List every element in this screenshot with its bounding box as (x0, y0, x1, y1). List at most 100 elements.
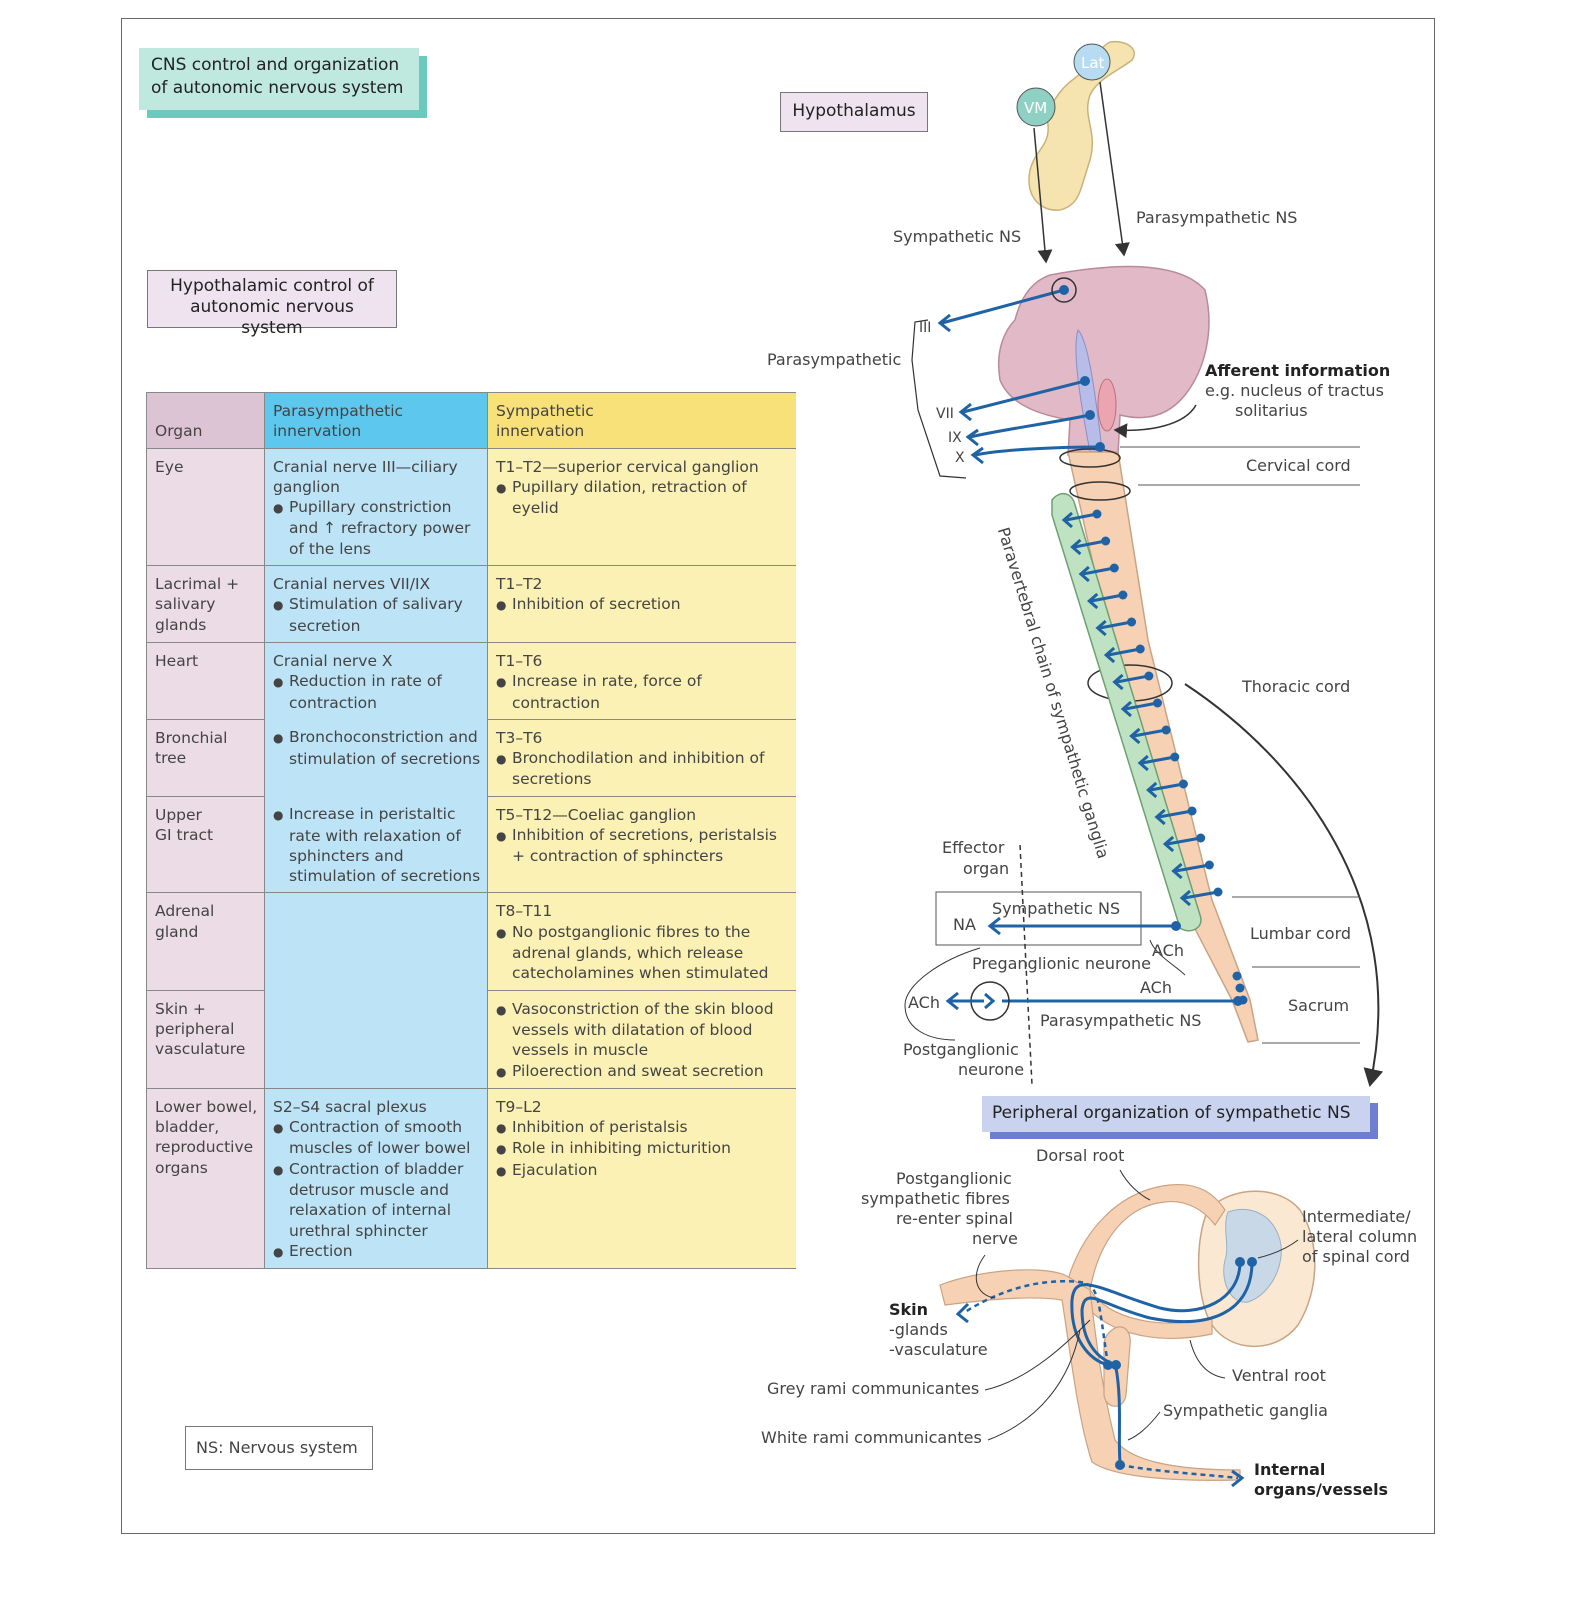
lat-label: Lat (1081, 54, 1105, 72)
sacrum-label: Sacrum (1288, 996, 1350, 1015)
chain-fiber (1133, 728, 1167, 738)
preganglionic-fiber-2 (1080, 1261, 1254, 1367)
parasympathetic-cell-line: Increase in peristaltic rate with relaxa… (273, 804, 481, 886)
organ-cell-line: Adrenal (155, 902, 215, 921)
organ-cell-line: Heart (155, 651, 199, 670)
table-row: BronchialtreeBronchoconstriction and sti… (146, 718, 796, 797)
effector-label-2: organ (963, 859, 1010, 878)
internal-label-2: organs/vessels (1254, 1480, 1389, 1499)
sympathetic-cell-line: Ejaculation (496, 1160, 790, 1181)
parasympathetic-cell-line: Contraction of bladder detrusor muscle a… (273, 1159, 481, 1241)
effector-organ-box (935, 891, 1142, 946)
chain-soma (1187, 806, 1197, 816)
ach-label-2: ACh (1140, 978, 1172, 997)
sympathetic-cell-line: Bronchodilation and inhibition of secret… (496, 748, 790, 790)
cn-vii-fiber (962, 379, 1086, 414)
chain-soma (1144, 671, 1154, 681)
table-row: Skin +peripheralvasculatureVasoconstrict… (146, 989, 796, 1089)
chain-synapse (1154, 808, 1166, 826)
sympathetic-cell-line: Increase in rate, force of contraction (496, 671, 790, 713)
abbreviation-key: NS: Nervous system (185, 1426, 373, 1470)
chain-fiber (1065, 512, 1098, 522)
chain-soma (1196, 833, 1206, 843)
chain-synapse (1162, 835, 1175, 853)
dorsal-root-leader (1119, 1169, 1151, 1201)
neurone-curve-1 (904, 947, 981, 1041)
chain-synapse (1120, 700, 1132, 718)
cn-x-label: X (955, 450, 965, 466)
ventromedial-nucleus (1016, 87, 1056, 127)
cranial-nerve-bracket (911, 319, 967, 479)
sympathetic-cell-line: T9–L2 (496, 1097, 542, 1116)
sacral-soma-2 (1235, 983, 1245, 993)
parasympathetic-cell-line: S2–S4 sacral plexus (273, 1097, 427, 1116)
cranial-nerves (941, 288, 1101, 457)
organ-cell-line: Skin + (155, 999, 206, 1018)
organ-cell-line: glands (155, 615, 207, 634)
preganglionic-soma-1 (1235, 1257, 1245, 1267)
sympathetic-cell-line: Inhibition of secretion (496, 594, 790, 615)
figure-frame (121, 18, 1435, 1534)
organ-cell-line: organs (155, 1158, 208, 1177)
afferent-sub-2: solitarius (1235, 401, 1308, 420)
skin-sub-1: -glands (889, 1320, 948, 1339)
peripheral-fibers (1070, 1261, 1254, 1463)
parasympathetic-cell: S2–S4 sacral plexusContraction of smooth… (264, 1087, 488, 1270)
sympathetic-cell: T1–T2—superior cervical ganglionPupillar… (487, 447, 796, 566)
chain-synapse (1179, 889, 1191, 907)
white-rami-leader (987, 1329, 1081, 1441)
sympathetic-ganglia-label: Sympathetic ganglia (1163, 1401, 1328, 1420)
parasympathetic-ns-label: Parasympathetic NS (1136, 208, 1298, 227)
sympathetic-cell-line: Piloerection and sweat secretion (496, 1061, 790, 1082)
cn-x-fiber (974, 445, 1101, 457)
sympathetic-cell: T1–T2Inhibition of secretion (487, 565, 796, 643)
intermediate-label-3: of spinal cord (1302, 1247, 1410, 1266)
cn-vii-label: VII (936, 406, 954, 422)
chain-fiber (1124, 701, 1158, 711)
header-para-line-1: Parasympathetic (273, 402, 404, 420)
chain-synapse (1171, 862, 1183, 880)
peripheral-leader-lines (975, 1169, 1299, 1441)
visceral-postganglionic-fiber (1119, 1463, 1239, 1480)
sympathetic-pathway-arrow (1033, 127, 1053, 264)
parasympathetic-cell-line: Reduction in rate of contraction (273, 671, 481, 713)
organ-cell-line: Upper (155, 805, 202, 824)
ventral-root-label: Ventral root (1232, 1366, 1326, 1385)
lateral-nucleus (1073, 43, 1111, 81)
brainstem-column (1075, 329, 1103, 453)
chain-fiber (1158, 809, 1193, 819)
sacral-outflow (1232, 971, 1248, 1005)
ach-label-1: ACh (1152, 941, 1184, 960)
sympathetic-cell: T5–T12—Coeliac ganglionInhibition of sec… (487, 795, 796, 893)
cn-iii-soma (1059, 285, 1069, 295)
cn-ix-fiber (969, 413, 1091, 439)
cn-iii-fiber (941, 288, 1065, 325)
intermediate-leader (1257, 1239, 1299, 1259)
hypothalamus-label: Hypothalamus (780, 92, 928, 132)
postganglionic-fibers (964, 1280, 1239, 1480)
chain-synapse (1129, 727, 1141, 745)
chain-fiber (1150, 782, 1184, 792)
sympathetic-cell-line: T5–T12—Coeliac ganglion (496, 805, 697, 824)
chain-soma (1118, 590, 1128, 600)
sympathetic-cell-line: T1–T2 (496, 575, 543, 594)
header-sympathetic: Sympathetic innervation (487, 392, 796, 449)
chain-synapse (1137, 754, 1149, 772)
skin-sub-2: -vasculature (889, 1340, 988, 1359)
chain-fiber (1074, 539, 1106, 549)
cn-ix-label: IX (948, 430, 962, 446)
cn-ix-ending (965, 428, 979, 447)
grey-rami-label: Grey rami communicantes (767, 1379, 980, 1398)
afferent-sub-1: e.g. nucleus of tractus (1205, 381, 1384, 400)
cn-vii-ending (958, 402, 972, 422)
chain-fiber (1099, 620, 1132, 630)
ganglion-soma-2 (1111, 1360, 1121, 1370)
parasympathetic-cell-line: Erection (273, 1241, 481, 1262)
sympathetic-cell: Vasoconstriction of the skin blood vesse… (487, 989, 796, 1089)
organ-cell-line: vasculature (155, 1040, 246, 1059)
postgang-fibres-label-4: nerve (972, 1229, 1018, 1248)
